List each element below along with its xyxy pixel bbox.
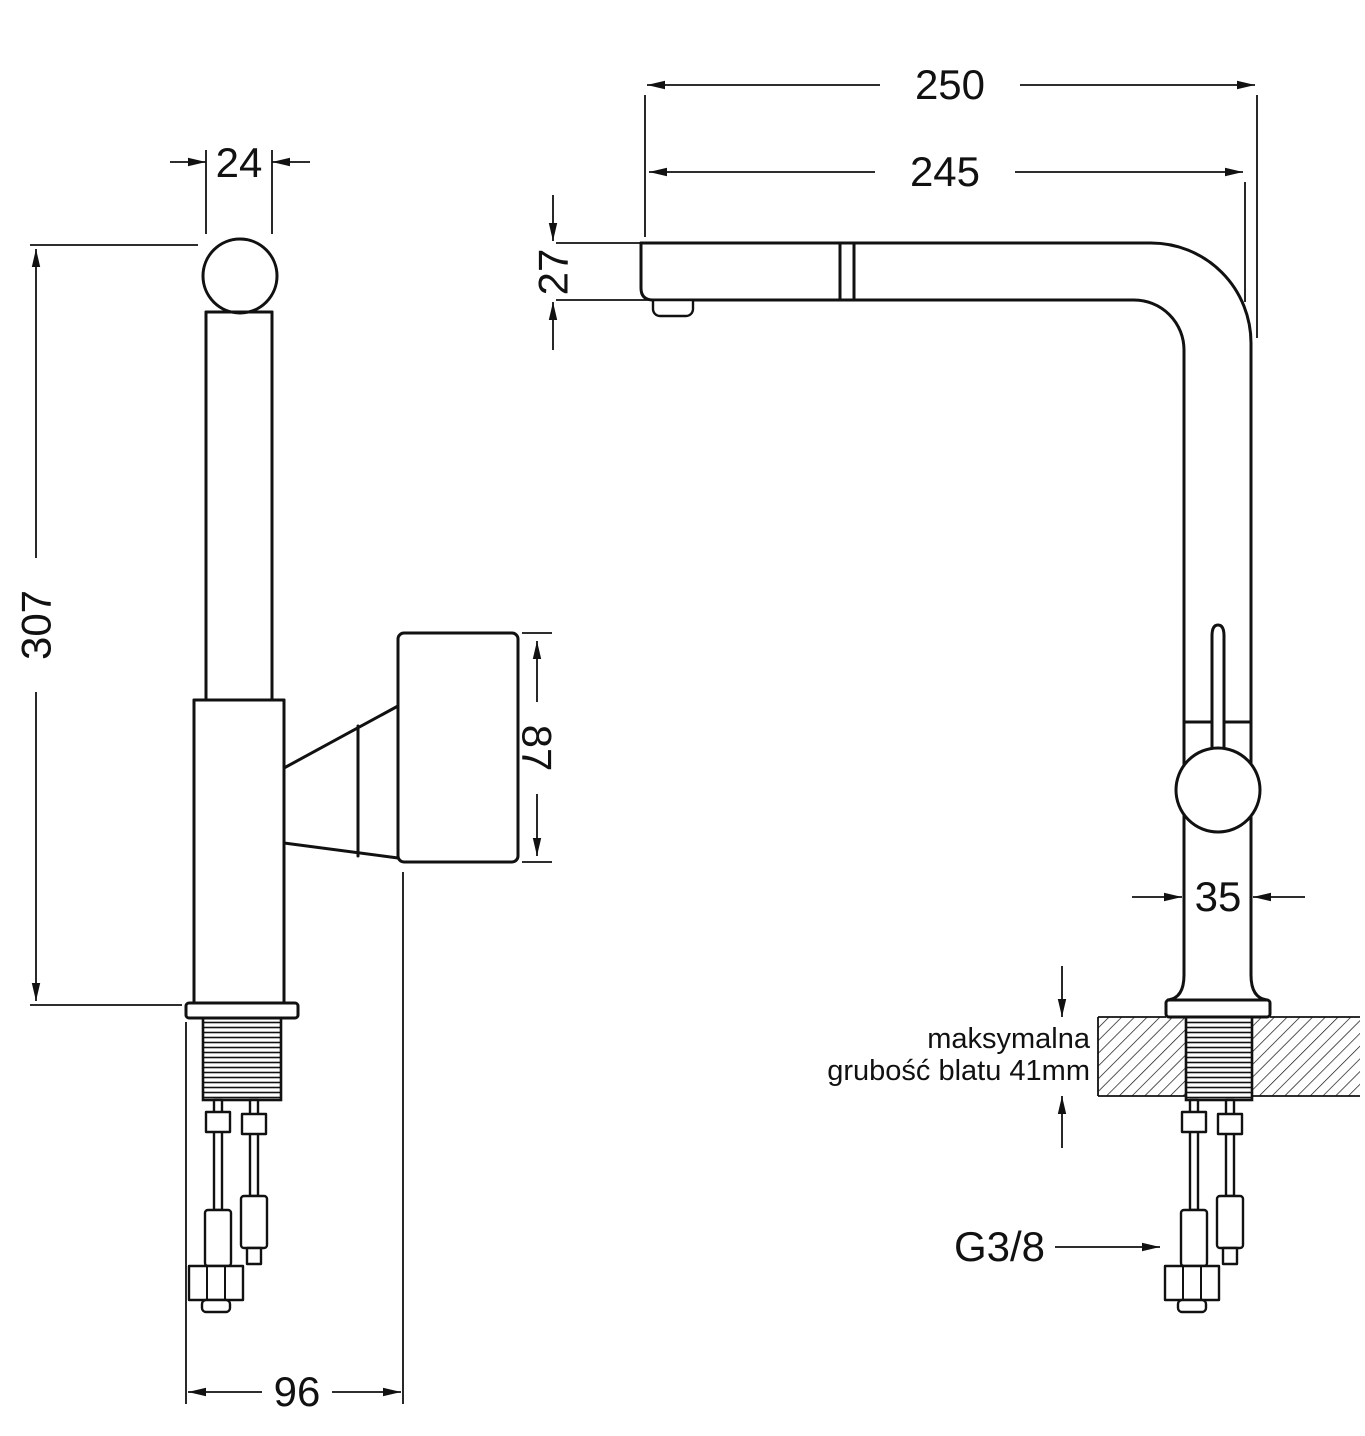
counter-note-line2: grubość blatu 41mm bbox=[827, 1055, 1090, 1087]
dimension-spout-width: 24 bbox=[170, 139, 310, 234]
front-view: maksymalna grubość blatu 41mm bbox=[639, 241, 1360, 1314]
dim-total-height-label: 307 bbox=[13, 590, 60, 660]
dimension-handle-length: 87 bbox=[514, 632, 561, 863]
spout-and-body-outline bbox=[639, 241, 1253, 977]
dim-spout-height-label: 27 bbox=[530, 249, 577, 296]
dim-body-width-label: 35 bbox=[1195, 873, 1242, 920]
countertop-section: maksymalna grubość blatu 41mm bbox=[827, 966, 1360, 1148]
threaded-shank-front bbox=[1184, 1015, 1254, 1102]
dimension-spout-height: 27 bbox=[530, 195, 651, 350]
thread-size-label: G3/8 bbox=[954, 1223, 1045, 1270]
dimension-total-reach: 250 bbox=[644, 61, 1258, 338]
dimension-base-offset: 96 bbox=[185, 872, 404, 1415]
dim-handle-length-label: 87 bbox=[514, 725, 561, 772]
counter-note-line1: maksymalna bbox=[927, 1023, 1091, 1055]
threaded-shank bbox=[201, 1016, 283, 1102]
mounting-hardware-right bbox=[1163, 1098, 1245, 1314]
dimension-total-height: 307 bbox=[13, 244, 198, 1006]
dim-spout-width-label: 24 bbox=[216, 139, 263, 186]
handle-front bbox=[1174, 623, 1262, 834]
riser-tube bbox=[204, 310, 274, 702]
faucet-body bbox=[192, 698, 286, 1005]
aerator bbox=[651, 298, 695, 318]
thread-size-callout: G3/8 bbox=[954, 1223, 1160, 1270]
handle-lever bbox=[1210, 623, 1226, 760]
side-view bbox=[184, 237, 520, 1314]
mounting-hardware-left bbox=[187, 1098, 269, 1314]
handle-ball bbox=[1174, 746, 1262, 834]
dimension-body-width: 35 bbox=[1132, 873, 1305, 920]
dim-spout-reach-label: 245 bbox=[910, 148, 980, 195]
dimension-spout-reach: 245 bbox=[649, 148, 1246, 302]
dim-total-reach-label: 250 bbox=[915, 61, 985, 108]
spout-head bbox=[201, 237, 279, 315]
base-flange bbox=[184, 1001, 300, 1020]
handle-side bbox=[282, 631, 520, 864]
dim-base-offset-label: 96 bbox=[274, 1368, 321, 1415]
base-front bbox=[1164, 973, 1272, 1102]
